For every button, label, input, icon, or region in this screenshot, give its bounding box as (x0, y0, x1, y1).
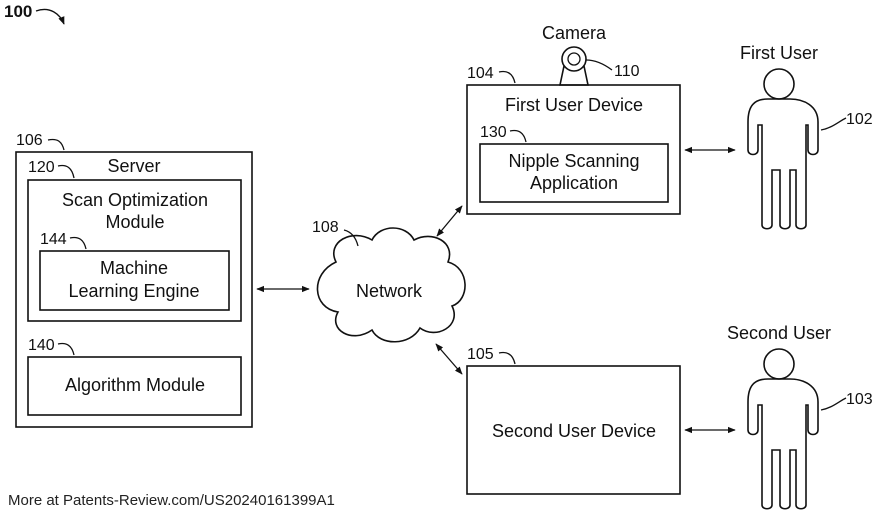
first-device-ref: 104 (467, 65, 494, 82)
server-ref-leader (48, 139, 64, 150)
network-label: Network (356, 281, 423, 301)
second-device-ref-leader (499, 352, 515, 364)
camera-ref-leader (586, 60, 612, 70)
ml-engine-ref: 144 (40, 231, 67, 248)
algorithm-module-ref: 140 (28, 337, 55, 354)
scan-module-label-line1: Scan Optimization (62, 190, 208, 210)
network-second-device-arrow (436, 344, 462, 374)
scan-module-label-line2: Module (105, 212, 164, 232)
first-user-label: First User (740, 43, 818, 63)
ml-engine-label-line2: Learning Engine (68, 281, 199, 301)
algorithm-module-box: Algorithm Module 140 (28, 337, 241, 415)
scan-module-ref: 120 (28, 159, 55, 176)
second-user-device-box: Second User Device 105 (467, 346, 680, 494)
app-ref: 130 (480, 124, 507, 141)
ml-engine-ref-leader (70, 237, 86, 249)
network-first-device-arrow (437, 206, 462, 236)
network-ref: 108 (312, 219, 339, 236)
first-user-figure-icon: First User 102 (740, 43, 873, 229)
network-cloud: Network 108 (312, 219, 465, 342)
second-user-ref-leader (821, 398, 846, 410)
camera-ref: 110 (614, 63, 640, 80)
app-label-line2: Application (530, 173, 618, 193)
app-ref-leader (510, 130, 526, 142)
source-footer: More at Patents-Review.com/US20240161399… (8, 492, 335, 509)
nipple-scanning-application-box: Nipple Scanning Application 130 (480, 124, 668, 202)
first-device-label: First User Device (505, 95, 643, 115)
server-label: Server (107, 156, 160, 176)
scan-module-ref-leader (58, 166, 74, 179)
camera-icon: Camera 110 (542, 23, 640, 85)
second-user-label: Second User (727, 323, 831, 343)
first-device-ref-leader (499, 71, 515, 83)
app-label-line1: Nipple Scanning (508, 151, 639, 171)
algorithm-module-label: Algorithm Module (65, 375, 205, 395)
server-ref: 106 (16, 132, 43, 149)
first-user-ref: 102 (846, 111, 873, 128)
machine-learning-engine-box: Machine Learning Engine 144 (40, 231, 229, 310)
second-user-figure-icon: Second User 103 (727, 323, 873, 509)
ml-engine-label-line1: Machine (100, 258, 168, 278)
first-user-ref-leader (821, 118, 846, 130)
second-user-ref: 103 (846, 391, 873, 408)
second-device-label: Second User Device (492, 421, 656, 441)
figure-number-arrow (36, 9, 64, 24)
algorithm-module-ref-leader (58, 343, 74, 355)
second-device-ref: 105 (467, 346, 494, 363)
camera-label: Camera (542, 23, 607, 43)
figure-number: 100 (4, 2, 32, 21)
